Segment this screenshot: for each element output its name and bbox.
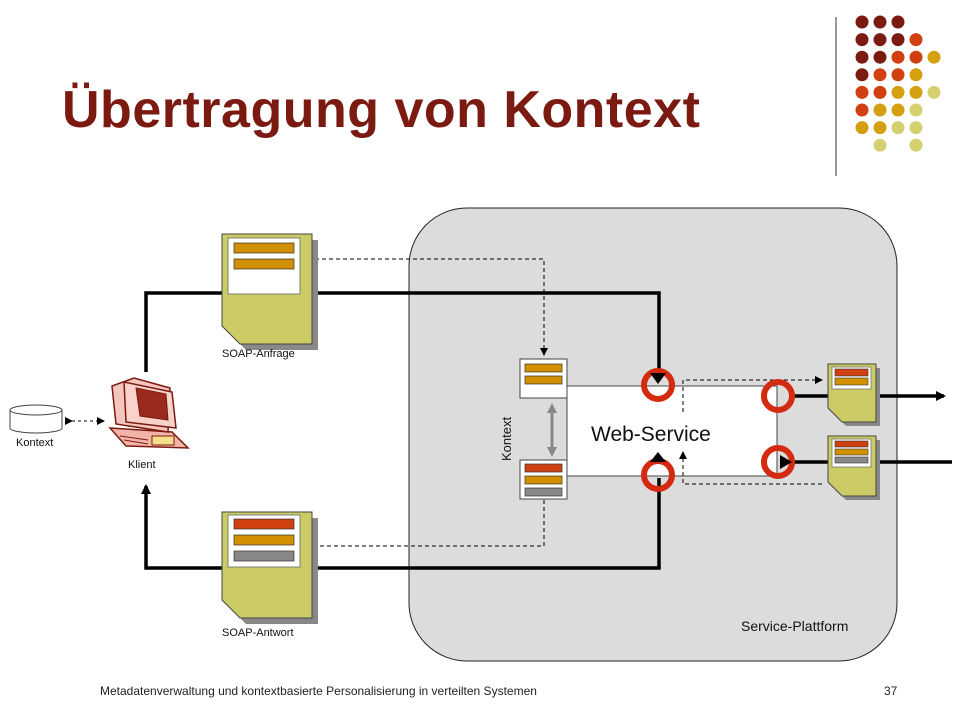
decorative-dot xyxy=(855,68,869,82)
decorative-dot xyxy=(927,85,941,99)
client-label: Klient xyxy=(128,459,156,471)
response-flow-line xyxy=(141,478,661,570)
response-context-header-box xyxy=(519,459,568,500)
decorative-dot xyxy=(891,103,905,117)
decorative-dot xyxy=(891,68,905,82)
dashed-request-to-context xyxy=(308,258,548,356)
outgoing-request-document-small xyxy=(827,363,880,426)
soap-request-label: SOAP-Anfrage xyxy=(222,348,295,360)
decorative-dot xyxy=(873,50,887,64)
decorative-dot xyxy=(909,50,923,64)
decorative-dot xyxy=(873,121,887,135)
request-context-header-box xyxy=(519,358,568,399)
request-port-right xyxy=(761,379,795,413)
decorative-dot xyxy=(891,121,905,135)
decorative-dot xyxy=(891,33,905,47)
decorative-dot xyxy=(909,33,923,47)
response-port-right xyxy=(761,445,795,479)
context-store-label: Kontext xyxy=(16,437,53,449)
decorative-dot xyxy=(909,103,923,117)
incoming-response-document-small xyxy=(827,435,880,500)
context-vertical-label: Kontext xyxy=(499,417,514,461)
decorative-dot xyxy=(873,138,887,152)
decorative-dot xyxy=(909,121,923,135)
web-service-label: Web-Service xyxy=(591,423,711,446)
dashed-service-out xyxy=(682,376,823,412)
decorative-dot xyxy=(873,103,887,117)
slide-title: Übertragung von Kontext xyxy=(62,81,701,139)
decorative-dot xyxy=(855,33,869,47)
client-computer-icon xyxy=(108,377,190,449)
soap-request-document xyxy=(221,233,318,350)
page-number: 37 xyxy=(884,684,898,698)
decorative-dot xyxy=(891,15,905,29)
decorative-dot xyxy=(891,85,905,99)
request-port-left xyxy=(641,368,675,402)
decorative-dot xyxy=(873,33,887,47)
decorative-dot xyxy=(855,121,869,135)
decorative-dot xyxy=(891,50,905,64)
soap-response-label: SOAP-Antwort xyxy=(222,627,294,639)
decorative-dot xyxy=(873,15,887,29)
decorative-dot xyxy=(855,85,869,99)
decorative-dot xyxy=(909,138,923,152)
soap-response-document xyxy=(221,511,318,624)
web-service-box xyxy=(566,385,778,477)
decorative-dot xyxy=(909,85,923,99)
footer-text: Metadatenverwaltung und kontextbasierte … xyxy=(100,684,537,698)
decorative-dot xyxy=(855,103,869,117)
response-port-left xyxy=(641,452,675,492)
context-database-icon xyxy=(9,404,63,434)
request-flow-line xyxy=(144,291,661,372)
decorative-dot xyxy=(909,68,923,82)
dashed-context-to-response xyxy=(301,500,545,550)
decorative-dot xyxy=(873,85,887,99)
decorative-dot xyxy=(855,15,869,29)
decorative-dot xyxy=(927,50,941,64)
service-platform-label: Service-Plattform xyxy=(741,618,848,634)
decorative-dot xyxy=(855,50,869,64)
decorative-dot xyxy=(873,68,887,82)
